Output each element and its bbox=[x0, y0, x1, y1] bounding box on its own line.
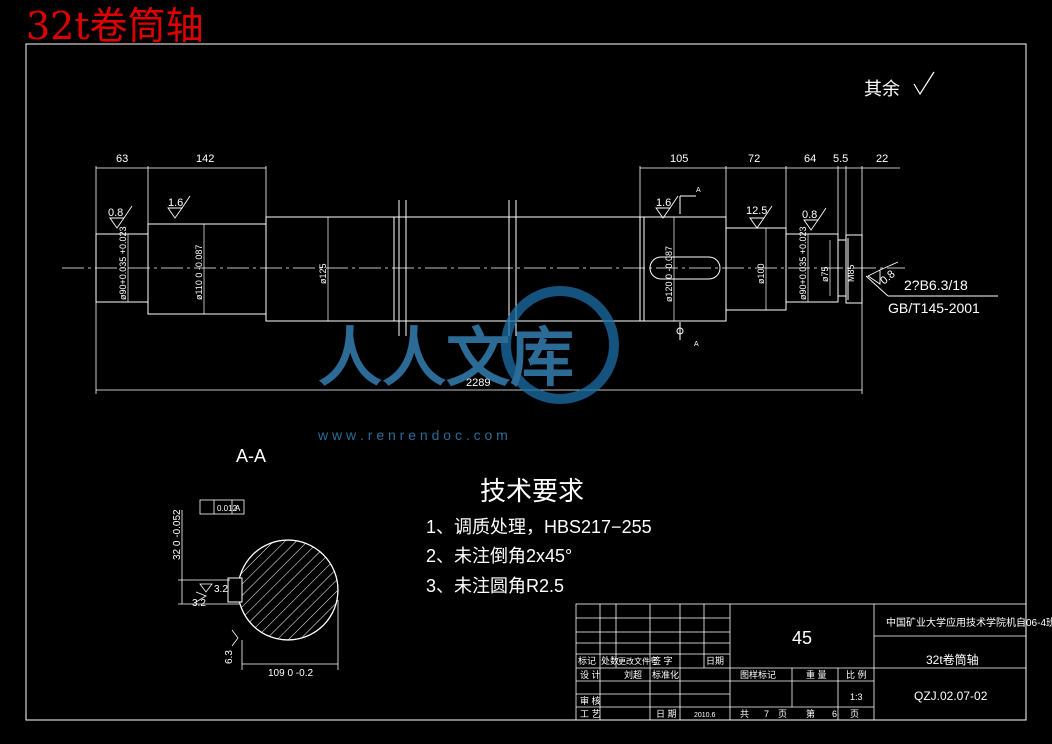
std-label: 标准化 bbox=[652, 669, 679, 680]
section-mark-top: A bbox=[696, 187, 701, 194]
section-mark-bottom: A bbox=[694, 341, 699, 348]
material: 45 bbox=[792, 628, 812, 648]
spline-note: 2?B6.3/18 bbox=[904, 277, 968, 293]
sheet-value: 6 bbox=[832, 709, 837, 719]
roughness-symbols bbox=[109, 195, 998, 297]
roughness-12-5: 12.5 bbox=[746, 205, 767, 217]
section-texts: 0.012 A 32 0 -0.052 3.2 3.2 6.3 109 0 -0… bbox=[172, 504, 313, 679]
dim-109: 109 0 -0.2 bbox=[268, 668, 313, 679]
requirements-heading: 技术要求 bbox=[480, 476, 584, 506]
dim-5-5: 5.5 bbox=[833, 153, 848, 165]
page-unit: 页 bbox=[778, 709, 787, 719]
rough-3-2-lower: 3.2 bbox=[192, 598, 206, 609]
drawing-title: 32t卷筒轴 bbox=[26, 4, 204, 48]
row-label-doc: 更改文件号 bbox=[618, 656, 658, 666]
tolerance-value: 0.012 bbox=[217, 504, 238, 513]
title-block-lines bbox=[575, 603, 1027, 721]
thread-m85: M85 bbox=[846, 264, 856, 282]
scale-value: 1:3 bbox=[850, 692, 863, 702]
row-label-mark: 标记 bbox=[578, 655, 596, 666]
dia-90-left: ø90+0.035 +0.023 bbox=[118, 226, 128, 300]
roughness-values: 0.8 1.6 1.6 12.5 0.8 0.8 bbox=[108, 197, 898, 287]
outer-frame bbox=[25, 43, 1027, 721]
stage-label: 图样标记 bbox=[740, 669, 776, 680]
designer-name: 刘超 bbox=[624, 669, 642, 680]
dim-142: 142 bbox=[196, 153, 214, 165]
dim-22: 22 bbox=[876, 153, 888, 165]
requirement-1: 1、调质处理，HBS217−255 bbox=[426, 517, 652, 537]
rough-6-3: 6.3 bbox=[224, 650, 235, 664]
dia-120: ø120 0 -0.087 bbox=[664, 246, 674, 302]
dim-64: 64 bbox=[804, 153, 816, 165]
dia-75: ø75 bbox=[820, 266, 830, 282]
page-unit-2: 页 bbox=[850, 709, 859, 719]
roughness-0-8-right: 0.8 bbox=[802, 209, 817, 221]
row-label-count: 处数 bbox=[601, 655, 619, 666]
roughness-note: 其余 bbox=[864, 79, 900, 99]
watermark: 人人文库 w w w . r e n r e n d o c . c o m bbox=[317, 286, 619, 443]
dim-63: 63 bbox=[116, 153, 128, 165]
dim-32: 32 0 -0.052 bbox=[172, 509, 183, 560]
dia-125: ø125 bbox=[318, 263, 328, 284]
section-aa-view bbox=[227, 539, 339, 641]
diameter-dim-lines bbox=[127, 217, 831, 321]
roughness-0-8-left: 0.8 bbox=[108, 207, 123, 219]
top-dimension-lines bbox=[95, 166, 900, 394]
sheet-label: 第 bbox=[806, 708, 815, 719]
title-block-texts: 45 中国矿业大学应用技术学院机自06-4班 32t卷筒轴 QZJ.02.07-… bbox=[578, 616, 1052, 719]
diameter-labels: ø90+0.035 +0.023 ø110 0 -0.087 ø125 ø120… bbox=[118, 226, 856, 302]
roughness-symbol-general bbox=[913, 71, 935, 96]
roughness-1-6-a: 1.6 bbox=[168, 197, 183, 209]
section-dims bbox=[178, 499, 339, 670]
total-value: 7 bbox=[764, 709, 769, 719]
watermark-text: 人人文库 bbox=[318, 322, 574, 394]
part-name: 32t卷筒轴 bbox=[926, 652, 979, 667]
spline-standard: GB/T145-2001 bbox=[888, 300, 980, 316]
dia-100: ø100 bbox=[756, 263, 766, 284]
designer-label: 设 计 bbox=[580, 669, 601, 680]
row-label-date: 日期 bbox=[706, 656, 724, 666]
rough-3-2-upper: 3.2 bbox=[214, 584, 228, 595]
dia-110: ø110 0 -0.087 bbox=[194, 245, 204, 300]
total-label: 共 bbox=[740, 709, 749, 719]
row-label-sign: 签 字 bbox=[652, 655, 673, 666]
section-label: A-A bbox=[236, 446, 266, 466]
weight-label: 重 量 bbox=[806, 669, 827, 680]
dim-105: 105 bbox=[670, 153, 688, 165]
roughness-1-6-b: 1.6 bbox=[656, 197, 671, 209]
review-label: 审 核 bbox=[580, 695, 601, 706]
dia-90-right: ø90+0.035 +0.023 bbox=[798, 226, 808, 300]
school-name: 中国矿业大学应用技术学院机自06-4班 bbox=[886, 616, 1052, 629]
section-cut-marks bbox=[676, 195, 696, 340]
process-label: 工 艺 bbox=[580, 709, 601, 719]
dim-overall-length: 2289 bbox=[466, 377, 490, 389]
requirement-2: 2、未注倒角2x45° bbox=[426, 546, 572, 566]
ratio-label: 比 例 bbox=[846, 669, 867, 680]
top-dimension-texts: 63 142 105 72 64 5.5 22 2289 bbox=[116, 153, 888, 389]
watermark-url: w w w . r e n r e n d o c . c o m bbox=[317, 427, 508, 443]
date-value: 2010.6 bbox=[694, 712, 716, 719]
roughness-0-8-end: 0.8 bbox=[878, 268, 897, 287]
tolerance-datum: A bbox=[235, 504, 241, 513]
shaft-outline bbox=[95, 200, 863, 336]
requirement-3: 3、未注圆角R2.5 bbox=[426, 576, 564, 596]
drawing-number: QZJ.02.07-02 bbox=[914, 689, 988, 703]
date-label: 日 期 bbox=[656, 709, 677, 719]
dim-72: 72 bbox=[748, 153, 760, 165]
